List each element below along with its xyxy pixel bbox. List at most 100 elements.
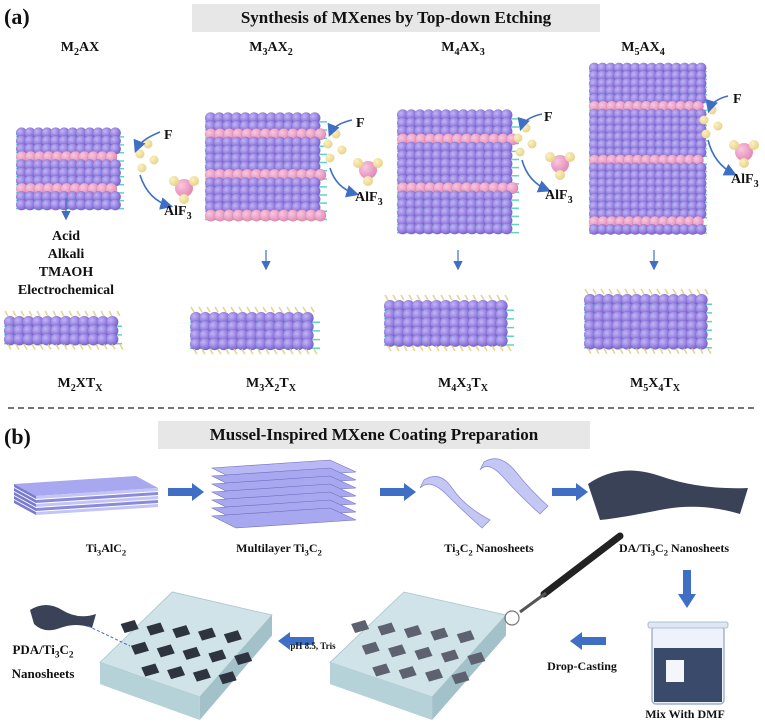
mxene-row-2: [383, 317, 514, 330]
step-label-multilayer: Multilayer Ti3C2: [236, 541, 322, 558]
da-ti3c2-nanosheet: [588, 470, 748, 520]
arrow-mix: [678, 570, 696, 608]
arrow-delaminate: [380, 483, 416, 501]
mxene-m2xtx: [3, 310, 124, 350]
atom-row-6: [588, 108, 707, 120]
ti3alc2-block: [14, 476, 158, 515]
drop-casting-label: Drop-Casting: [547, 659, 617, 673]
max-phase-m5ax4: [588, 62, 707, 235]
atom-row-5: [204, 152, 327, 165]
alf3-molecule-1: [169, 176, 199, 204]
atom-row-9: [15, 199, 124, 211]
etchant-alkali: Alkali: [47, 247, 85, 262]
alf3-label-4: AlF3: [731, 172, 759, 190]
mix-dmf-label: Mix With DMF: [645, 707, 725, 721]
fluorine-atoms-2: [323, 129, 347, 163]
pda-sheet-floating: [30, 605, 96, 631]
arrow-alf3-out-3: [521, 159, 551, 193]
step-label-nanosheets: Ti3C2 Nanosheets: [444, 541, 534, 558]
atom-row-10: [204, 193, 327, 205]
arrow-alf3-out-4: [707, 139, 737, 176]
max-phase-label-4: M5AX4: [621, 40, 665, 58]
atom-row-21: [588, 223, 707, 235]
max-phase-label-1: M2AX: [60, 40, 100, 58]
fluorine-label-4: F: [733, 92, 742, 107]
max-phase-m2ax: [15, 127, 124, 211]
max-phase-label-3: M4AX3: [441, 40, 485, 58]
final-pda-line2: Nanosheets: [11, 665, 75, 681]
panel-a-label: (a): [4, 4, 30, 29]
atom-row-4: [204, 144, 327, 157]
mxene-m3x2tx: [189, 306, 320, 355]
etchant-electrochemical: Electrochemical: [17, 283, 115, 298]
mxene-row-3: [583, 319, 712, 333]
etchant-tmaoh: TMAOH: [38, 265, 94, 280]
mxene-m4x3tx: [383, 294, 514, 352]
arrow-functionalize: [552, 483, 588, 501]
arrow-alf3-out-1: [139, 174, 174, 210]
final-pda-line1: PDA/Ti3C2: [12, 642, 74, 661]
mxene-row-0: [3, 315, 122, 329]
panel-b-label: (b): [4, 424, 31, 449]
mxene-label-4: M5X4TX: [629, 376, 681, 394]
step-label-da-nanosheets: DA/Ti3C2 Nanosheets: [618, 541, 730, 558]
atom-row-3: [588, 85, 707, 97]
mxene-label-2: M3X2TX: [245, 376, 297, 394]
panel-b-title: Mussel-Inspired MXene Coating Preparatio…: [158, 421, 590, 449]
arrow-drop-casting: [570, 632, 606, 650]
atom-row-8: [588, 123, 707, 135]
arrow-f-in-1: [133, 131, 161, 153]
mxene-row-1: [383, 308, 514, 321]
arrow-alf3-out-2: [329, 167, 360, 198]
pointer-line: [87, 625, 131, 647]
max-phase-m3ax2: [204, 112, 327, 222]
atom-row-16: [588, 185, 707, 197]
atom-row-10: [396, 190, 519, 202]
panel-a-title: Synthesis of MXenes by Top-down Etching: [192, 4, 600, 32]
ph-label: pH 8.5, Tris: [290, 641, 336, 651]
arrow-f-in-3: [517, 113, 543, 132]
arrow-etch: [168, 483, 204, 501]
mxene-row-0: [189, 311, 320, 325]
mxene-row-0: [583, 293, 712, 307]
atom-row-12: [204, 209, 327, 222]
final-pda-label: PDA/Ti3C2 Nanosheets: [0, 641, 86, 683]
ti3c2-nanosheets: [419, 458, 549, 529]
etchant-list: Acid Alkali TMAOH Electrochemical: [2, 228, 130, 300]
drop-cast-substrate: [329, 591, 507, 720]
beaker-dmf: [647, 621, 729, 705]
fluorine-atoms-1: [135, 139, 159, 173]
fluorine-label-2: F: [356, 116, 365, 131]
atom-row-0: [204, 112, 327, 124]
mxene-row-4: [383, 334, 514, 347]
alf3-label-2: AlF3: [355, 190, 383, 208]
mxene-row-2: [3, 333, 122, 346]
fluorine-atoms-3: [513, 123, 537, 157]
arrow-f-in-4: [705, 95, 729, 114]
dropper: [504, 532, 624, 626]
atom-row-9: [588, 131, 707, 143]
max-phase-label-2: M3AX2: [249, 40, 293, 58]
alf3-label-3: AlF3: [545, 188, 573, 206]
final-coated-substrate: [99, 591, 273, 720]
atom-row-15: [588, 177, 707, 189]
atom-row-4: [396, 141, 519, 154]
mxene-label-3: M4X3TX: [437, 376, 489, 394]
max-phase-m4ax3: [396, 109, 519, 235]
mxene-m5x4tx: [583, 288, 712, 355]
mxene-row-5: [583, 337, 712, 350]
mxene-label-1: M2XTX: [57, 376, 103, 394]
alf3-molecule-2: [353, 158, 383, 186]
alf3-label-1: AlF3: [164, 204, 192, 222]
multilayer-sheets: [210, 459, 357, 529]
mxene-row-3: [189, 337, 320, 351]
fluorine-label-1: F: [164, 128, 173, 143]
alf3-molecule-3: [545, 152, 575, 180]
etchant-acid: Acid: [52, 229, 80, 244]
arrow-f-in-2: [327, 119, 353, 137]
atom-row-8: [15, 191, 124, 203]
mxene-row-2: [583, 311, 712, 324]
step-label-ti3alc2: Ti3AlC2: [85, 541, 127, 558]
arrow-polymerize: [278, 632, 314, 650]
